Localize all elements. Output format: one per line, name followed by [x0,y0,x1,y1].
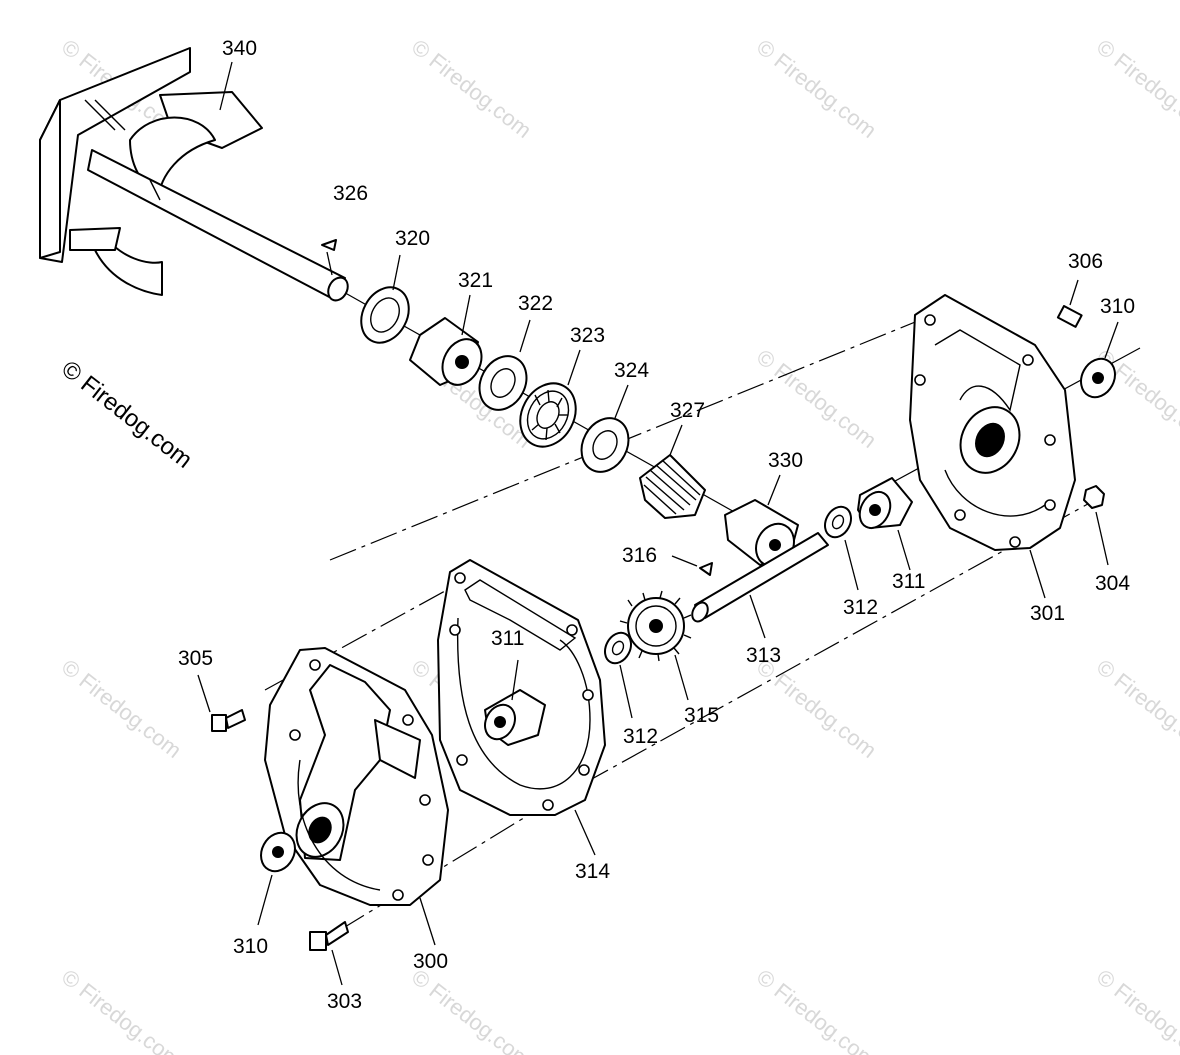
part-label: 310 [1100,295,1135,318]
part-label: 306 [1068,250,1103,273]
bolt-305 [211,709,246,732]
part-label: 321 [458,269,493,292]
part-label: 316 [622,544,657,567]
left-alignment-line [264,579,466,691]
watermark: © Firedog.com [752,654,881,763]
watermark: © Firedog.com [1092,964,1180,1055]
housing-300 [264,647,449,906]
watermark: © Firedog.com [752,344,881,453]
thrust-bearing-323 [519,382,577,448]
part-label: 330 [768,449,803,472]
watermark: © Firedog.com [57,964,186,1055]
watermark: © Firedog.com [57,654,186,763]
part-label: 313 [746,644,781,667]
part-label: 340 [222,37,257,60]
part-label: 323 [570,324,605,347]
part-label: 326 [333,182,368,205]
part-label: 327 [670,399,705,422]
washer-312-left [604,631,632,665]
part-label: 322 [518,292,553,315]
key-316 [699,562,713,576]
bushing-311-right [857,477,913,530]
watermark: © Firedog.com [407,964,536,1055]
part-label: 320 [395,227,430,250]
part-label: 324 [614,359,649,382]
bearing-310-right [1080,357,1116,399]
part-label: 310 [233,935,268,958]
pin-326 [321,239,337,251]
watermark: © Firedog.com [407,34,536,143]
bolt-303 [309,921,349,951]
copyright-notice: © Firedog.com [56,355,197,473]
gear-315 [619,590,692,662]
nut-304 [1083,485,1105,509]
shaft-313 [691,532,829,623]
leader-lines [197,61,1119,986]
washer-324 [580,417,630,473]
watermark: © Firedog.com [752,34,881,143]
washer-320 [360,286,410,344]
part-label: 305 [178,647,213,670]
lower-alignment-line [544,499,1096,806]
watermark: © Firedog.com [752,964,881,1055]
part-label: 304 [1095,572,1130,595]
part-label: 311 [892,570,925,593]
watermark: © Firedog.com [1092,34,1180,143]
washer-312-right [824,505,852,539]
watermark: © Firedog.com [1092,654,1180,763]
part-labels: 340 326 320 321 322 323 324 327 330 316 … [178,37,1135,1013]
bushing-311-left [484,689,546,746]
set-screw-306 [1056,305,1083,328]
part-label: 311 [491,627,524,650]
part-label: 312 [623,725,658,748]
part-label: 312 [843,596,878,619]
part-label: 314 [575,860,610,883]
bearing-310-left [260,831,296,873]
bearing-321 [409,317,483,386]
housing-301 [909,294,1076,551]
part-label: 315 [684,704,719,727]
part-label: 303 [327,990,362,1013]
part-label: 300 [413,950,448,973]
part-label: 301 [1030,602,1065,625]
bolt-alignment-line [339,804,546,931]
washer-322 [478,355,528,411]
auger-assembly [39,47,349,302]
gasket-314 [437,559,606,816]
